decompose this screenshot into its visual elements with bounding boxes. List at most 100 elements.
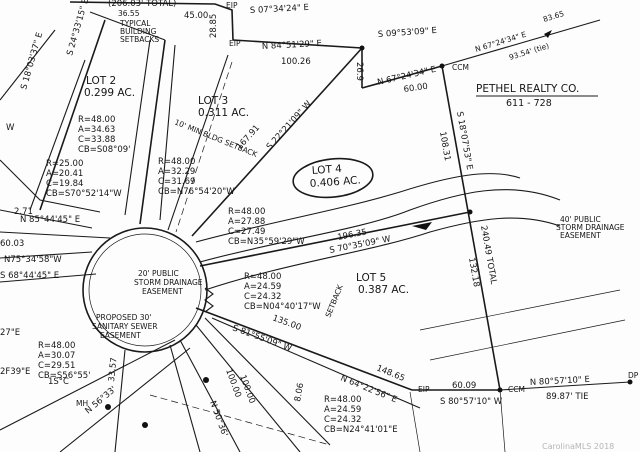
svg-text:R=25.00: R=25.00	[46, 159, 83, 169]
setback-dashed-line	[175, 61, 233, 233]
lot5-south-line	[195, 307, 413, 391]
bl-8: N 50°36'	[207, 400, 229, 438]
sewer-line2: SANITARY SEWER	[92, 322, 158, 331]
svg-text:C=31.69: C=31.69	[158, 177, 195, 187]
svg-text:CB=S08°09': CB=S08°09'	[78, 145, 131, 155]
storm40-line2: STORM DRAINAGE	[556, 223, 625, 232]
ep-label-top: EIP	[226, 1, 238, 10]
curve-bottom-right: R=48.00 A=24.59 C=24.32 CB=N24°41'01"E	[324, 395, 398, 435]
svg-text:R=48.00: R=48.00	[78, 115, 115, 125]
ccm-label: CCM	[452, 63, 469, 72]
road-east-line-2	[204, 317, 331, 446]
dist-left-5: 2.71	[14, 207, 33, 217]
lot3-west-line	[159, 44, 176, 221]
svg-text:R=48.00: R=48.00	[324, 395, 361, 405]
dist-8365-label: 83.65	[542, 9, 565, 24]
storm20-line1: 20' PUBLIC	[138, 269, 179, 278]
bearing-east: S 18°07'53" E	[454, 111, 474, 171]
bearing-left-2: N75°34'58"W	[4, 255, 62, 265]
bl-4: N 56°33'	[84, 385, 119, 417]
sewer-line3: EASEMENT	[100, 331, 141, 340]
road-mid-line-2	[179, 339, 241, 452]
bearing-left-1: N 85°44'45" E	[20, 215, 80, 225]
bearing-left-3: S 68°44'45" E	[0, 271, 59, 281]
curve-bottom-left: R=48.00 A=30.07 C=29.51 CB=S56°55'	[38, 341, 91, 381]
sewer-line1: PROPOSED 30'	[96, 313, 151, 322]
bearing-south-1: N 80°57'10" E	[530, 375, 591, 388]
lot4-lot5-line	[199, 211, 471, 267]
lot2-north-line	[89, 11, 166, 41]
dist-269-label: 26.9	[354, 62, 364, 81]
ccm-south-label: CCM	[508, 385, 525, 394]
dist-45-label: 45.00	[184, 11, 208, 21]
bl-9: 8.06	[293, 382, 306, 402]
dist-lot5-west: 135.00	[271, 313, 302, 333]
north-boundary-line	[232, 39, 363, 49]
curve-lot5: R=48.00 A=24.59 C=24.32 CB=N04°40'17"W	[244, 272, 321, 312]
lot2-name: LOT 2	[86, 75, 116, 87]
w-label-1: W	[6, 123, 15, 133]
lot3-lot4-line	[191, 47, 363, 237]
left-lot-lines	[0, 159, 101, 213]
inlet-symbol	[204, 287, 214, 313]
bearing-south-2: 89.87' TIE	[546, 392, 588, 402]
south-tie-line	[499, 381, 631, 391]
lot2-west-line	[39, 19, 106, 211]
curve-left: R=25.00 A=20.41 C=19.84 CB=S70°52'14"W	[46, 159, 122, 199]
diagonal-hatch-2	[429, 319, 626, 361]
left-road-line	[0, 231, 111, 239]
dist-3655-label: 36.55	[118, 9, 140, 18]
storm40-line3: EASEMENT	[560, 231, 601, 240]
dist-6000-label: 60.00	[403, 82, 428, 95]
arrow-storm	[412, 222, 432, 230]
arrow-east	[544, 30, 552, 38]
lot3-setback-line	[167, 54, 229, 231]
curve-lot3: R=48.00 A=32.29 C=31.69 CB=N76°54'20"W	[158, 157, 235, 197]
ne-tie-line	[441, 19, 601, 67]
svg-text:A=32.29: A=32.29	[158, 167, 195, 177]
svg-text:A=30.07: A=30.07	[38, 351, 75, 361]
lot3-name: LOT 3	[198, 95, 228, 107]
total-east-2: 132.18	[466, 257, 481, 288]
owner-ref: 611 - 728	[506, 98, 552, 109]
bearing-lot5-west: S 81°55'09" W	[231, 323, 293, 354]
svg-text:CB=N24°41'01"E: CB=N24°41'01"E	[324, 425, 398, 435]
dist-10026-label: 100.26	[281, 57, 311, 67]
svg-text:CB=N35°59'29"W: CB=N35°59'29"W	[228, 237, 305, 247]
svg-text:C=24.32: C=24.32	[244, 292, 281, 302]
lot3-area: 0.311 AC.	[198, 107, 249, 119]
south-parcel-line	[409, 391, 421, 452]
arc-total-label: (206.03' TOTAL)	[108, 0, 176, 9]
ep-label-top-2: EIP	[229, 39, 241, 48]
monument-ne	[359, 45, 365, 51]
storm40-line1: 40' PUBLIC	[560, 215, 601, 224]
lot2-setback-line	[29, 59, 86, 211]
dist-lot5-south: 148.65	[375, 364, 406, 384]
south-parcel-line-2	[499, 389, 506, 452]
svg-text:CB=S70°52'14"W: CB=S70°52'14"W	[46, 189, 122, 199]
svg-text:CB=N76°54'20"W: CB=N76°54'20"W	[158, 187, 235, 197]
svg-text:C=19.84: C=19.84	[46, 179, 83, 189]
svg-text:CB=S56°55': CB=S56°55'	[38, 371, 91, 381]
svg-text:A=27.88: A=27.88	[228, 217, 265, 227]
dist-9354-label: 93.54' (tie)	[508, 41, 550, 62]
svg-text:A=24.59: A=24.59	[324, 405, 361, 415]
lot2-lot3-line	[139, 39, 166, 225]
bl-5: 33.57	[107, 357, 119, 382]
bl-1: 2F39"E	[0, 367, 30, 377]
road-mid-line	[169, 344, 201, 452]
monument-e	[439, 63, 445, 69]
east-boundary-line	[441, 65, 501, 391]
far-left-line	[0, 209, 93, 229]
bearing-north: N 84°51'29" E	[262, 39, 323, 52]
lot4-highlight-circle	[292, 157, 374, 199]
owner-name: PETHEL REALTY CO.	[476, 83, 579, 95]
ne-bearing-line	[361, 65, 443, 89]
bearing-south-3: S 80°57'10" W	[440, 397, 503, 407]
setback-lot5-label: SETBACK	[324, 282, 346, 318]
left-road-line-2	[0, 251, 93, 259]
storm-easement-lower	[204, 217, 561, 291]
svg-text:C=27.49: C=27.49	[228, 227, 265, 237]
